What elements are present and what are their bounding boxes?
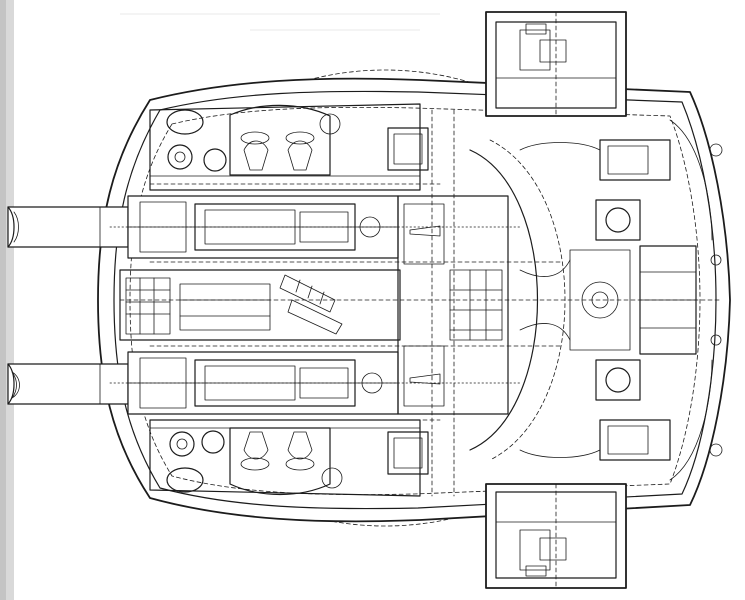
gun-barrel-lower xyxy=(7,363,129,405)
rear-machinery xyxy=(569,119,723,481)
central-loading-area xyxy=(119,269,401,341)
gun-breech-lower xyxy=(109,351,521,415)
rangefinder-arm-lower xyxy=(485,483,627,589)
construction-lines xyxy=(119,261,721,347)
gun-breech-upper xyxy=(109,195,521,259)
page-edge-shadow xyxy=(0,0,14,600)
central-machinery xyxy=(397,109,509,497)
lower-crew-compartment xyxy=(149,419,441,497)
rangefinder-arm-upper xyxy=(485,11,627,117)
faint-ghost-marks xyxy=(120,13,440,31)
rear-piping xyxy=(519,142,601,458)
turret-inner-shell xyxy=(113,90,717,510)
upper-crew-compartment xyxy=(149,103,441,191)
